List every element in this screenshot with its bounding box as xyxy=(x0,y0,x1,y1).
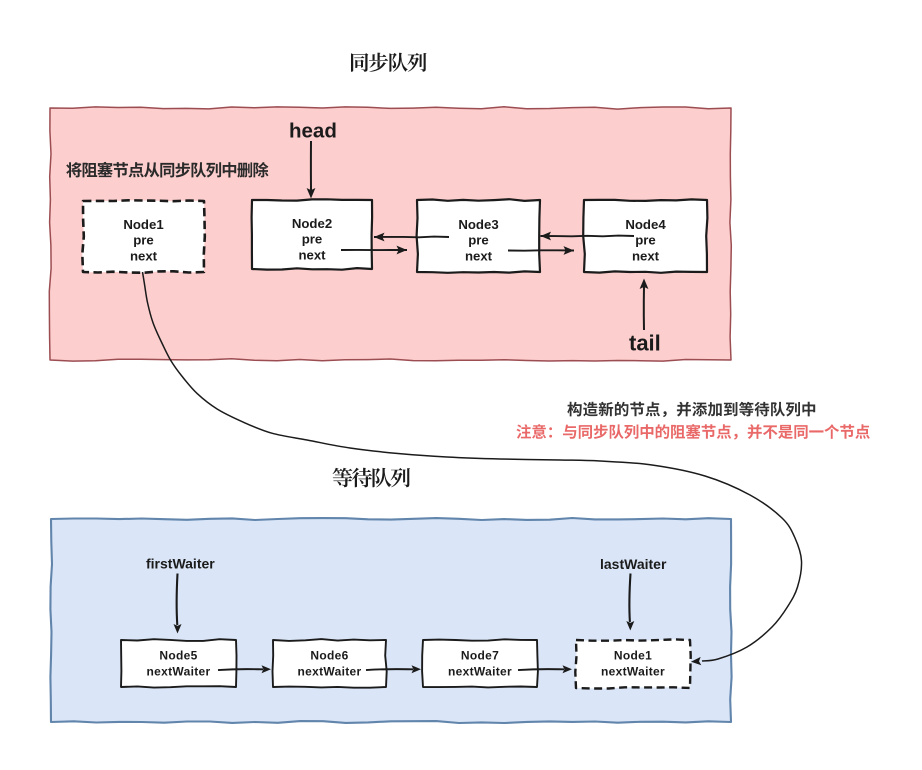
svg-text:next: next xyxy=(632,249,660,264)
svg-text:lastWaiter: lastWaiter xyxy=(600,556,667,572)
svg-text:Node1: Node1 xyxy=(614,649,652,663)
svg-text:next: next xyxy=(465,249,493,264)
svg-text:firstWaiter: firstWaiter xyxy=(146,556,215,572)
svg-text:Node3: Node3 xyxy=(458,217,498,232)
svg-text:pre: pre xyxy=(133,233,154,248)
svg-text:Node6: Node6 xyxy=(310,649,348,663)
svg-text:pre: pre xyxy=(302,232,323,247)
svg-text:nextWaiter: nextWaiter xyxy=(147,665,211,679)
svg-text:nextWaiter: nextWaiter xyxy=(298,665,362,679)
svg-text:pre: pre xyxy=(468,233,489,248)
svg-text:nextWaiter: nextWaiter xyxy=(448,665,512,679)
svg-text:Node1: Node1 xyxy=(123,217,163,232)
svg-text:next: next xyxy=(298,248,326,263)
svg-text:Node7: Node7 xyxy=(461,649,499,663)
svg-text:Node2: Node2 xyxy=(292,216,332,231)
svg-text:tail: tail xyxy=(629,331,661,356)
svg-text:head: head xyxy=(289,120,337,143)
svg-text:next: next xyxy=(130,249,158,264)
svg-text:pre: pre xyxy=(635,233,656,248)
svg-text:nextWaiter: nextWaiter xyxy=(601,665,665,679)
svg-text:Node4: Node4 xyxy=(625,217,666,232)
svg-text:Node5: Node5 xyxy=(159,649,197,663)
